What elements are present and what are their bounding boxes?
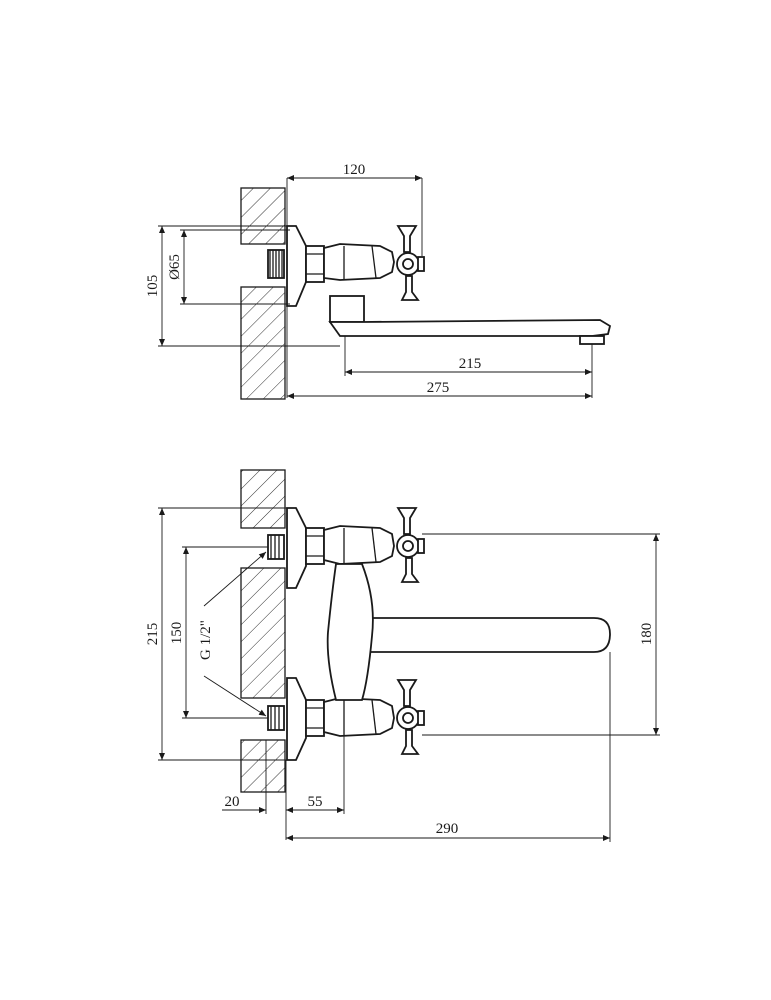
wall-section-3 bbox=[240, 739, 286, 793]
front-view: 215 150 G 1/2" 180 20 55 290 bbox=[145, 469, 660, 842]
spout-collar bbox=[329, 295, 365, 323]
dim-diameter-65: Ø65 bbox=[167, 254, 183, 280]
wall-section-2 bbox=[240, 567, 286, 699]
dim-20: 20 bbox=[225, 794, 240, 810]
coupling-nut-lower bbox=[305, 699, 325, 737]
thread-lines-upper bbox=[270, 535, 280, 559]
cross-handle-upper bbox=[396, 507, 425, 583]
spout-front-view bbox=[365, 617, 611, 653]
dim-215-spout: 215 bbox=[459, 356, 482, 372]
dim-290: 290 bbox=[436, 821, 459, 837]
mixer-body bbox=[326, 563, 374, 701]
dim-150: 150 bbox=[169, 622, 185, 645]
valve-body-upper bbox=[323, 525, 395, 565]
wall-section-upper bbox=[240, 187, 286, 245]
thread-lines bbox=[269, 250, 283, 278]
spout-aerator bbox=[579, 335, 605, 345]
coupling-nut-upper bbox=[305, 527, 325, 565]
wall-flange bbox=[286, 225, 307, 307]
dim-105: 105 bbox=[145, 275, 161, 298]
wall-section-lower bbox=[240, 286, 286, 400]
valve-body-lower bbox=[323, 697, 395, 737]
coupling-nut bbox=[305, 245, 325, 283]
dim-thread-g12: G 1/2" bbox=[198, 620, 214, 660]
cross-handle-lower bbox=[396, 679, 425, 755]
wall-flange-upper bbox=[286, 507, 307, 589]
top-view: 120 105 Ø65 215 275 bbox=[145, 162, 612, 400]
valve-body bbox=[323, 243, 395, 281]
dim-180: 180 bbox=[639, 623, 655, 646]
dim-120: 120 bbox=[343, 162, 366, 178]
thread-lines-lower bbox=[270, 706, 280, 730]
wall-flange-lower bbox=[286, 677, 307, 761]
cross-handle-top bbox=[396, 225, 425, 301]
spout-top-view bbox=[328, 319, 612, 337]
dim-275: 275 bbox=[427, 380, 450, 396]
dim-215-height: 215 bbox=[145, 623, 161, 646]
wall-section-1 bbox=[240, 469, 286, 529]
dim-55: 55 bbox=[308, 794, 323, 810]
